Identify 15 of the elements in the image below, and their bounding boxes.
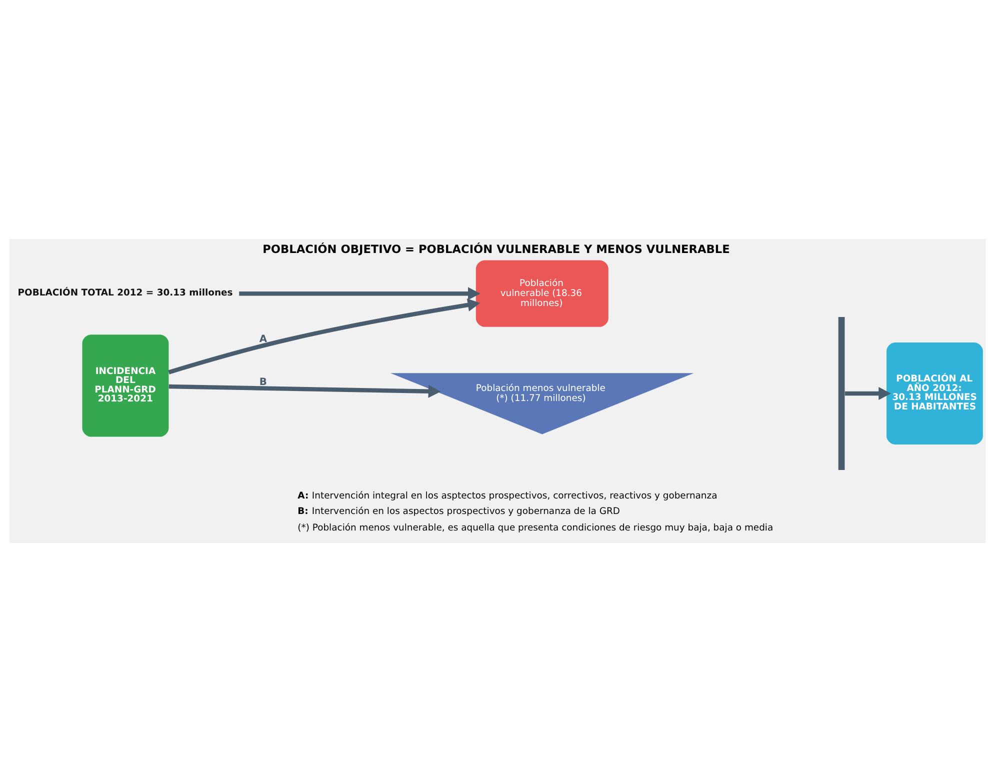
edge-label: A — [259, 333, 268, 344]
node-box: Población vulnerable (18.36 millones) — [476, 260, 608, 326]
arrow — [168, 384, 441, 398]
arrow — [844, 386, 891, 400]
edge-label: B — [259, 376, 267, 388]
arrow — [168, 298, 480, 374]
node-box: POBLACIÓN AL AÑO 2012: 30.13 MILLONES DE HABITANTES — [886, 342, 983, 444]
node-bracket — [838, 316, 845, 470]
diagram-title: POBLACIÓN OBJETIVO = POBLACIÓN VULNERABLE Y MENOS VULNERABLE — [262, 242, 730, 256]
node-text: POBLACIÓN TOTAL 2012 = 30.13 millones — [18, 286, 233, 298]
label: B: Intervención en los aspectos prospectivos y gobernanza de la GRD — [298, 506, 620, 517]
arrow — [239, 286, 480, 300]
label: A: Intervención integral en los asptectos prospectivos, correctivos, reactivos y gobernanza — [298, 490, 718, 502]
label: (*) Población menos vulnerable, es aquella que presenta condiciones de riesgo muy baja, baja o media — [298, 522, 774, 534]
node-box: INCIDENCIA DEL PLANN-GRD 2013-2021 — [82, 334, 169, 436]
